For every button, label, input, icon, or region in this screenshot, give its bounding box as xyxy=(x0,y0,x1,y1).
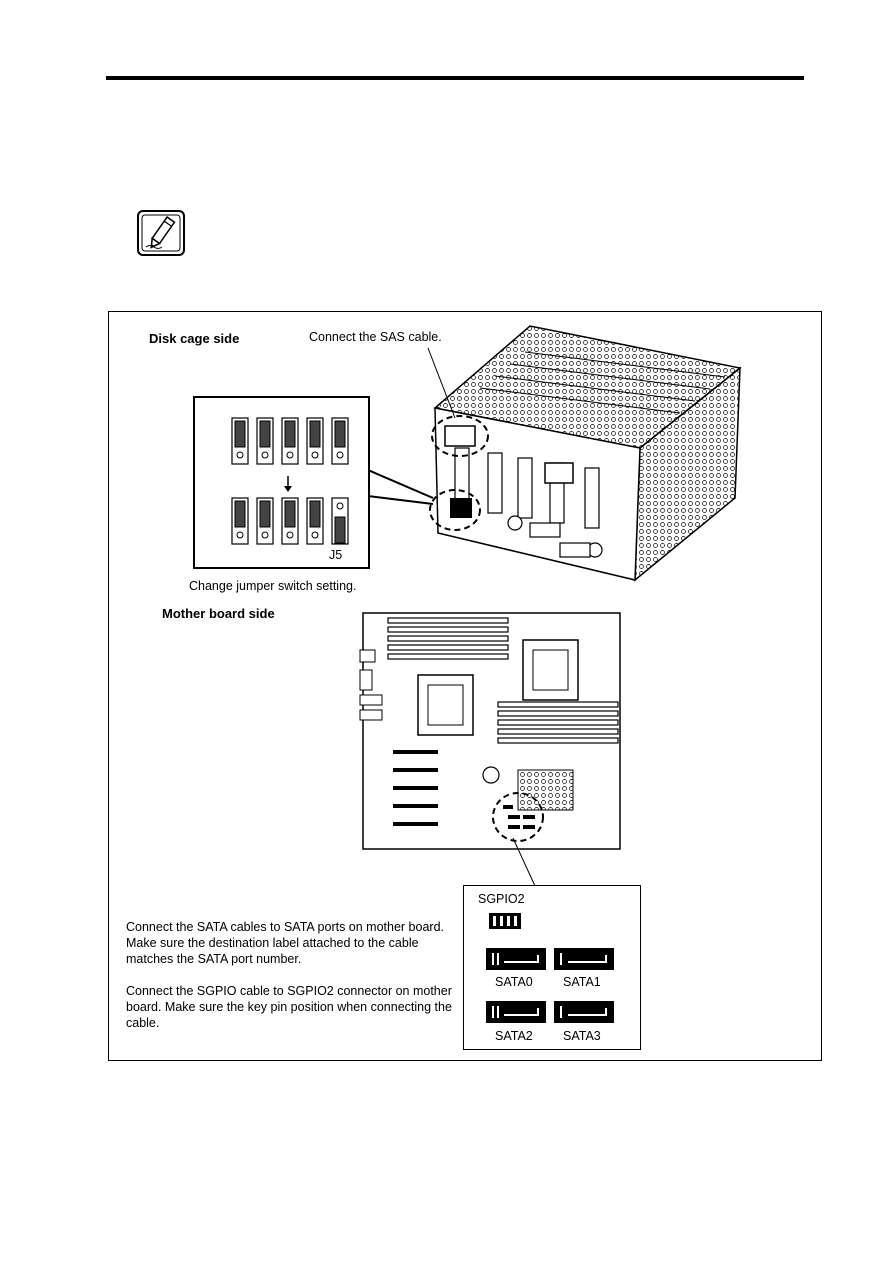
sata2-connector xyxy=(486,1001,546,1023)
figure-frame xyxy=(108,311,822,1061)
sgpio-instruction: Connect the SGPIO cable to SGPIO2 connec… xyxy=(126,984,452,1030)
disk-cage-title: Disk cage side xyxy=(149,331,240,346)
jumper-leader-lines xyxy=(368,470,434,505)
sata0-label: SATA0 xyxy=(495,975,533,989)
sata1-label: SATA1 xyxy=(563,975,601,989)
jumper-caption: Change jumper switch setting. xyxy=(189,579,357,593)
sata-connector-panel: SGPIO2 SATA0 SATA1 SATA2 SATA3 xyxy=(463,885,641,1050)
jumper-label: J5 xyxy=(329,548,343,562)
sata3-connector xyxy=(554,1001,614,1023)
sgpio2-label: SGPIO2 xyxy=(478,892,525,906)
sata-instruction: Connect the SATA cables to SATA ports on… xyxy=(126,920,444,966)
sata2-label: SATA2 xyxy=(495,1029,533,1043)
sata3-label: SATA3 xyxy=(563,1029,601,1043)
note-pencil-icon xyxy=(137,210,185,256)
sgpio2-connector xyxy=(489,913,521,929)
jumper-detail-box: J5 xyxy=(193,396,370,569)
header-rule xyxy=(106,76,804,80)
motherboard-title: Mother board side xyxy=(162,606,275,621)
motherboard-drawing xyxy=(359,612,621,850)
sata-leader-line xyxy=(512,838,536,887)
jumper-diagram xyxy=(231,417,349,545)
sas-cable-callout: Connect the SAS cable. xyxy=(309,330,442,344)
sata1-connector xyxy=(554,948,614,970)
sata0-connector xyxy=(486,948,546,970)
disk-cage-drawing xyxy=(427,325,742,582)
